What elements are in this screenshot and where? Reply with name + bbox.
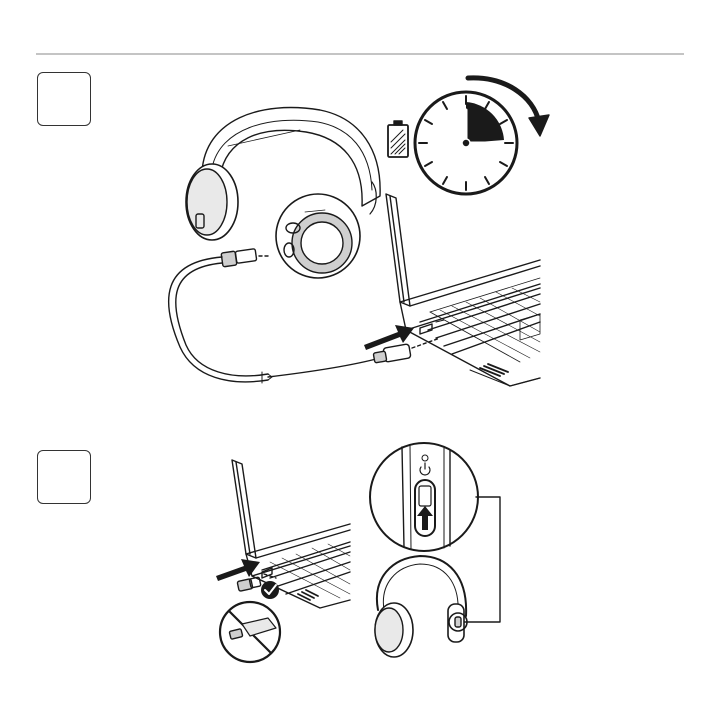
power-switch-slider-up-arrow — [415, 480, 435, 536]
headset-illustration — [375, 556, 467, 657]
no-symbol-icon — [220, 602, 280, 662]
checkmark-icon — [261, 581, 279, 599]
